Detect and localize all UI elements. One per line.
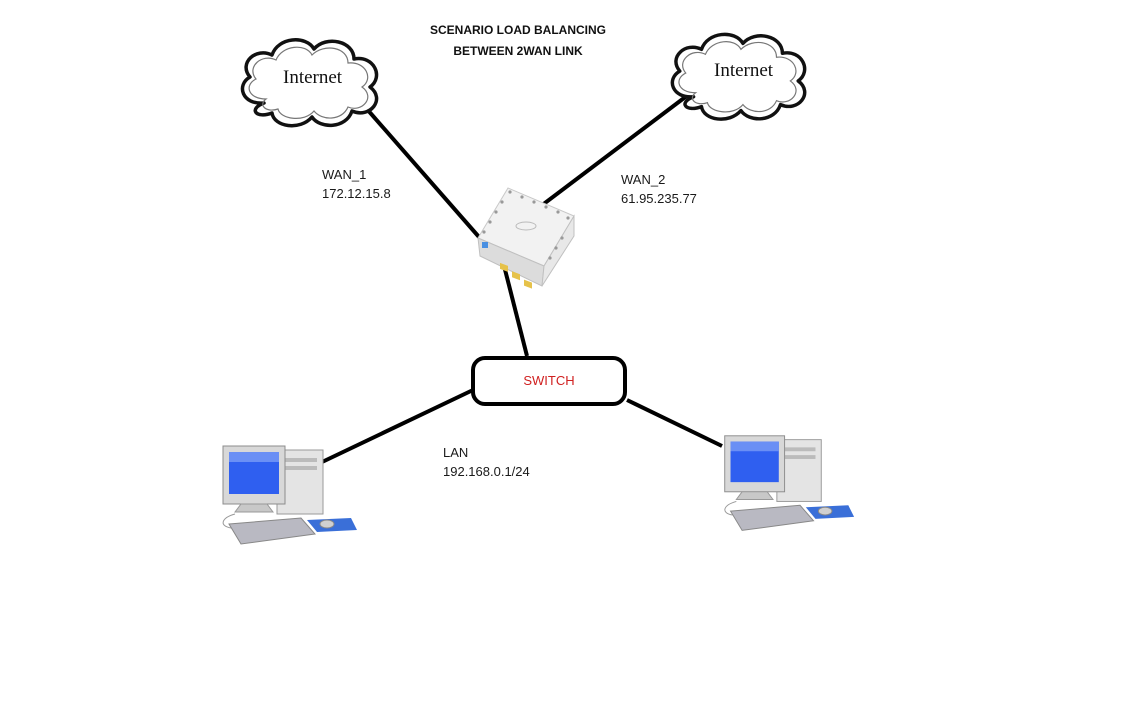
switch-pc-right-link [626,398,723,448]
switch-pc-left-link [319,388,474,465]
desktop-computer-icon [222,445,357,545]
wan1-name: WAN_1 [322,167,367,182]
wan2-name: WAN_2 [621,172,666,187]
switch-label: SWITCH [523,373,575,388]
diagram-title: SCENARIO LOAD BALANCING BETWEEN 2WAN LIN… [418,20,618,62]
wan2-ip: 61.95.235.77 [621,191,697,206]
lan-name: LAN [443,445,469,460]
router-icon [477,187,575,289]
title-line-1: SCENARIO LOAD BALANCING [430,23,606,37]
switch-node: SWITCH [471,356,627,406]
internet-right-label: Internet [714,60,774,81]
lan-subnet: 192.168.0.1/24 [443,464,530,479]
internet-left-label: Internet [283,67,343,88]
wan1-link [364,106,488,247]
cloud-icon [240,38,379,128]
cloud-icon [670,32,807,121]
title-line-2: BETWEEN 2WAN LINK [453,44,583,58]
wan1-ip: 172.12.15.8 [322,186,391,201]
desktop-computer-icon [724,435,855,531]
